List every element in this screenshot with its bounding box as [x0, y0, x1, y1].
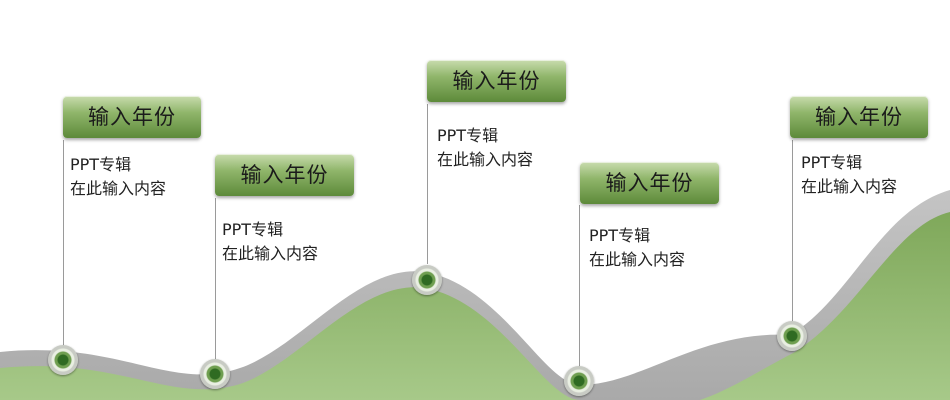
- milestone-body: 在此输入内容: [589, 250, 686, 269]
- milestone-body: 在此输入内容: [801, 177, 898, 196]
- milestone-body: 在此输入内容: [437, 150, 534, 169]
- year-label: 输入年份: [605, 171, 694, 195]
- milestone-stem: [215, 198, 216, 368]
- milestone-title: PPT专辑: [222, 220, 284, 239]
- milestone-stem: [63, 140, 64, 355]
- milestone-title: PPT专辑: [70, 155, 132, 174]
- timeline-node: [200, 359, 230, 389]
- milestone-title: PPT专辑: [437, 126, 499, 145]
- milestone-description: PPT专辑 在此输入内容: [222, 218, 318, 266]
- year-label: 输入年份: [240, 163, 329, 187]
- year-label: 输入年份: [815, 105, 903, 129]
- year-label: 输入年份: [88, 105, 176, 129]
- gray-band: [0, 190, 950, 400]
- year-label-box: 输入年份: [580, 162, 719, 204]
- milestone-body: 在此输入内容: [222, 244, 319, 263]
- year-label-box: 输入年份: [790, 96, 928, 138]
- year-label-box: 输入年份: [427, 60, 566, 102]
- milestone-title: PPT专辑: [801, 153, 863, 172]
- milestone-description: PPT专辑 在此输入内容: [437, 124, 533, 172]
- milestone-stem: [427, 104, 428, 264]
- year-label-box: 输入年份: [63, 96, 201, 138]
- green-hill: [0, 212, 950, 400]
- year-label-box: 输入年份: [215, 154, 354, 196]
- timeline-node: [777, 321, 807, 351]
- milestone-title: PPT专辑: [589, 226, 651, 245]
- timeline-node: [48, 345, 78, 375]
- milestone-stem: [792, 140, 793, 322]
- timeline-node: [412, 265, 442, 295]
- milestone-body: 在此输入内容: [70, 179, 167, 198]
- milestone-description: PPT专辑 在此输入内容: [589, 224, 685, 272]
- timeline-node: [564, 366, 594, 396]
- milestone-description: PPT专辑 在此输入内容: [801, 151, 897, 199]
- milestone-stem: [579, 205, 580, 370]
- year-label: 输入年份: [452, 69, 541, 93]
- milestone-description: PPT专辑 在此输入内容: [70, 153, 166, 201]
